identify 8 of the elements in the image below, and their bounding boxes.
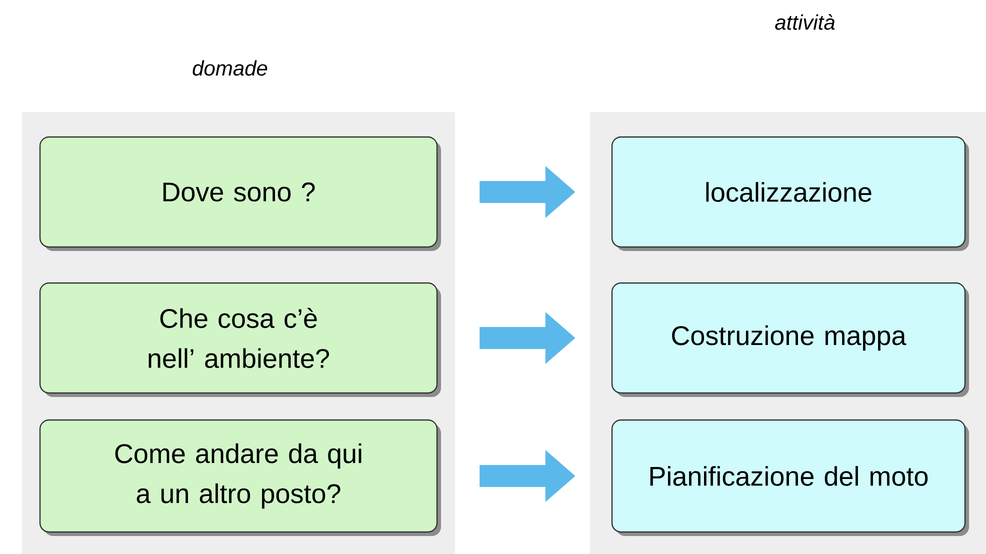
text-box: Dove sono ? (39, 136, 441, 251)
text-box: Pianificazione del moto (611, 419, 969, 536)
text-box: localizzazione (611, 136, 969, 251)
panel-heading: attività (775, 14, 835, 30)
text-box: Che cosa c’è nell’ ambiente? (39, 282, 441, 397)
text-box: Come andare da qui a un altro posto? (39, 419, 441, 536)
panel-heading: domade (192, 60, 268, 76)
text-box: Costruzione mappa (611, 282, 969, 397)
